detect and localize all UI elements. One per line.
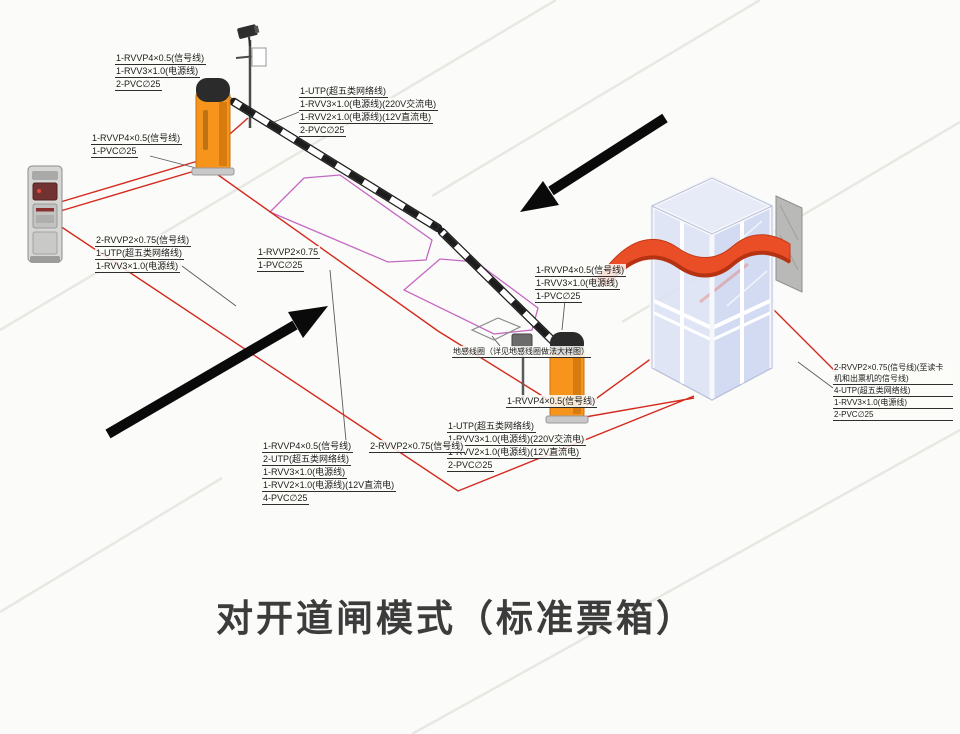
cable-label-left-island: 2-RVVP2×0.75(信号线) 1-UTP(超五类网络线) 1-RVV3×1… bbox=[95, 234, 192, 273]
cable-line: 1-RVV3×1.0(电源线) bbox=[115, 65, 201, 78]
cable-line: 1-RVV2×1.0(电源线)(12V直流电) bbox=[299, 111, 434, 124]
cable-line: 1-PVC∅25 bbox=[535, 290, 583, 303]
cable-line: 1-RVVP4×0.5(信号线) bbox=[262, 440, 354, 453]
ground-loop bbox=[470, 317, 522, 341]
cable-line: 1-UTP(超五类网络线) bbox=[299, 85, 388, 98]
cable-label-ticket-dispenser: 1-RVVP4×0.5(信号线) 1-PVC∅25 bbox=[91, 132, 183, 158]
cable-line: 1-RVV2×1.0(电源线)(12V直流电) bbox=[447, 446, 582, 459]
cctv-camera-pole bbox=[235, 24, 267, 128]
ground-loop-note: 地感线圈（详见地感线圈做法大样图） bbox=[452, 346, 591, 358]
cable-label-lane1-barrier: 1-UTP(超五类网络线) 1-RVV3×1.0(电源线)(220V交流电) 1… bbox=[299, 85, 439, 137]
diagram-title: 对开道闸模式（标准票箱） bbox=[216, 598, 696, 639]
cable-label-center-conduit: 1-RVVP2×0.75 1-PVC∅25 bbox=[257, 246, 321, 272]
cable-line: 1-RVVP4×0.5(信号线) bbox=[506, 395, 598, 408]
cable-label-barrier2-lower: 1-RVVP4×0.5(信号线) bbox=[506, 395, 598, 408]
cable-line: 2-RVVP2×0.75(信号线) bbox=[95, 234, 192, 247]
wiring-lines bbox=[56, 117, 837, 492]
note-line: 地感线圈（详见地感线圈做法大样图） bbox=[452, 346, 591, 358]
cable-label-main-trench: 1-RVVP4×0.5(信号线) 2-RVVP2×0.75(信号线) 2-UTP… bbox=[262, 440, 466, 505]
ticket-dispenser bbox=[27, 165, 63, 263]
guard-booth bbox=[649, 175, 775, 401]
island-outlines bbox=[268, 174, 539, 335]
cable-line: 2-PVC∅25 bbox=[115, 78, 163, 91]
arrow-exit-lane bbox=[520, 113, 668, 212]
cable-label-booth-feed: 2-RVVP2×0.75(信号线)(至读卡机和出票机的信号线) 4-UTP(超五… bbox=[833, 362, 953, 421]
cable-line: 4-UTP(超五类网络线) bbox=[833, 385, 953, 397]
lane-reader-post bbox=[511, 333, 533, 400]
cable-line: 2-PVC∅25 bbox=[299, 124, 347, 137]
barrier-gate-left bbox=[191, 78, 443, 233]
cable-line: 1-RVV3×1.0(电源线)(220V交流电) bbox=[447, 433, 587, 446]
cable-line: 2-UTP(超五类网络线) bbox=[262, 453, 351, 466]
cable-line: 1-PVC∅25 bbox=[257, 259, 305, 272]
arrow-entry-lane bbox=[105, 306, 328, 439]
cable-line: 4-PVC∅25 bbox=[262, 492, 310, 505]
cable-line: 1-RVV3×1.0(电源线)(220V交流电) bbox=[299, 98, 439, 111]
cable-line: 1-RVV3×1.0(电源线) bbox=[535, 277, 621, 290]
cable-line: 1-RVVP4×0.5(信号线) bbox=[115, 52, 207, 65]
cable-line: 1-PVC∅25 bbox=[91, 145, 139, 158]
cable-line: 2-PVC∅25 bbox=[447, 459, 495, 472]
cable-line: 1-UTP(超五类网络线) bbox=[447, 420, 536, 433]
cable-label-barrier2-upper: 1-RVVP4×0.5(信号线) 1-RVV3×1.0(电源线) 1-PVC∅2… bbox=[535, 264, 627, 303]
cable-label-camera-pole: 1-RVVP4×0.5(信号线) 1-RVV3×1.0(电源线) 2-PVC∅2… bbox=[115, 52, 207, 91]
cable-line: 1-UTP(超五类网络线) bbox=[95, 247, 184, 260]
cable-line: 1-RVV2×1.0(电源线)(12V直流电) bbox=[262, 479, 397, 492]
cable-line: 1-RVV3×1.0(电源线) bbox=[95, 260, 181, 273]
barrier-gate-right bbox=[437, 227, 589, 424]
cable-line-row: 1-RVVP4×0.5(信号线) 2-RVVP2×0.75(信号线) bbox=[262, 440, 466, 453]
cable-line: 2-RVVP2×0.75(信号线) bbox=[369, 440, 466, 453]
cable-line: 1-RVVP4×0.5(信号线) bbox=[535, 264, 627, 277]
cable-line: 1-RVVP2×0.75 bbox=[257, 246, 321, 259]
cable-line: 2-PVC∅25 bbox=[833, 409, 953, 421]
cable-line: 1-RVVP4×0.5(信号线) bbox=[91, 132, 183, 145]
cable-label-lane2-barrier: 1-UTP(超五类网络线) 1-RVV3×1.0(电源线)(220V交流电) 1… bbox=[447, 420, 587, 472]
cable-line: 1-RVV3×1.0(电源线) bbox=[833, 397, 953, 409]
cctv-camera-icon bbox=[237, 24, 260, 39]
cable-line: 2-RVVP2×0.75(信号线)(至读卡机和出票机的信号线) bbox=[833, 362, 953, 385]
cable-line: 1-RVV3×1.0(电源线) bbox=[262, 466, 348, 479]
